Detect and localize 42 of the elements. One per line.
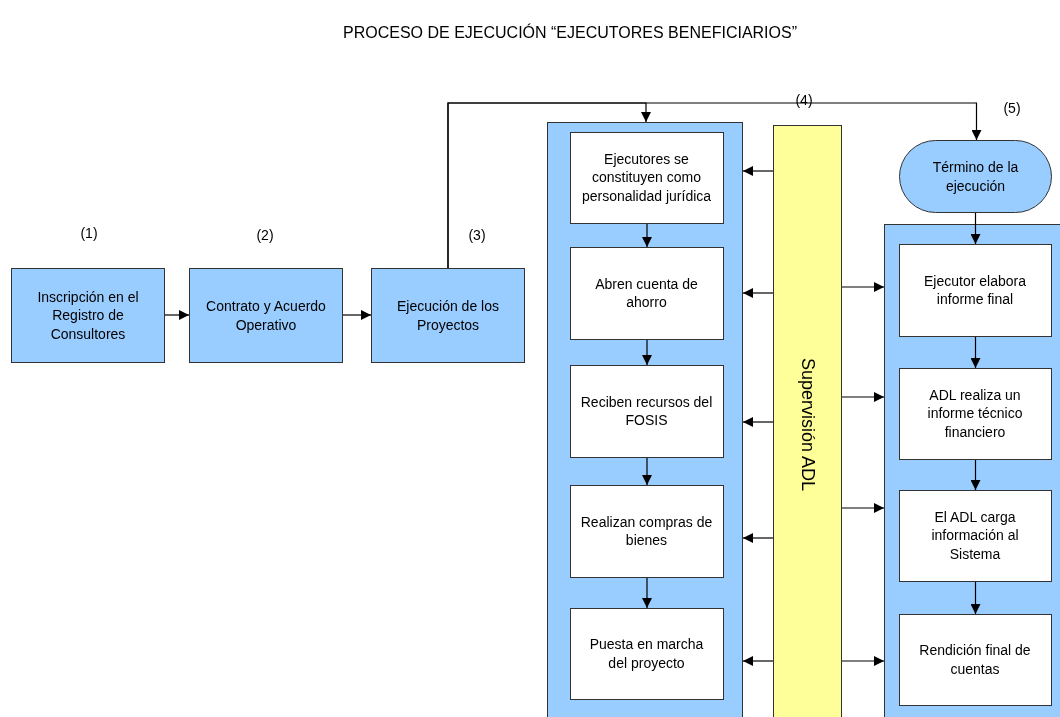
step-number: (5) [1003, 100, 1021, 116]
process-box: Ejecución de los Proyectos [371, 268, 525, 363]
arrow [742, 656, 774, 666]
arrow [970, 336, 981, 369]
arrow [970, 212, 981, 245]
step-number: (1) [80, 225, 98, 241]
arrow [642, 339, 652, 366]
arrow [841, 282, 885, 292]
process-box: Ejecutor elabora informe final [898, 243, 1052, 337]
process-box: Contrato y Acuerdo Operativo [189, 268, 343, 363]
process-box: Ejecutores se constituyen como personalidad jurídica [569, 131, 724, 224]
step-number: (2) [256, 227, 274, 243]
arrow [742, 533, 774, 543]
step-number: (4) [795, 92, 813, 108]
arrow [841, 656, 885, 666]
arrow [970, 581, 981, 615]
process-box: Rendición final de cuentas [898, 613, 1052, 706]
arrow [447, 102, 982, 269]
process-box: Reciben recursos del FOSIS [569, 364, 724, 458]
arrow [742, 417, 774, 427]
diagram-title: PROCESO DE EJECUCIÓN “EJECUTORES BENEFICIARIOS” [343, 24, 797, 42]
terminal-node: Término de la ejecución [899, 140, 1052, 213]
container-panel [547, 122, 743, 717]
process-box: Abren cuenta de ahorro [569, 246, 724, 340]
supervision-bar: Supervisión ADL [773, 125, 842, 717]
arrow [970, 459, 981, 491]
process-box: Realizan compras de bienes [569, 484, 724, 578]
arrow [342, 310, 372, 320]
process-box: Inscripción en el Registro de Consultores [11, 268, 165, 363]
arrow [742, 166, 774, 176]
arrow [164, 310, 190, 320]
process-box: ADL realiza un informe técnico financiero [898, 367, 1052, 460]
arrow [742, 288, 774, 298]
arrow [642, 577, 652, 609]
arrow [841, 392, 885, 402]
step-number: (3) [468, 227, 486, 243]
arrow [642, 457, 652, 486]
arrow [841, 503, 885, 513]
process-box: Puesta en marcha del proyecto [569, 607, 724, 700]
arrow [642, 223, 652, 248]
container-panel [884, 224, 1060, 717]
process-box: El ADL carga información al Sistema [898, 489, 1052, 582]
